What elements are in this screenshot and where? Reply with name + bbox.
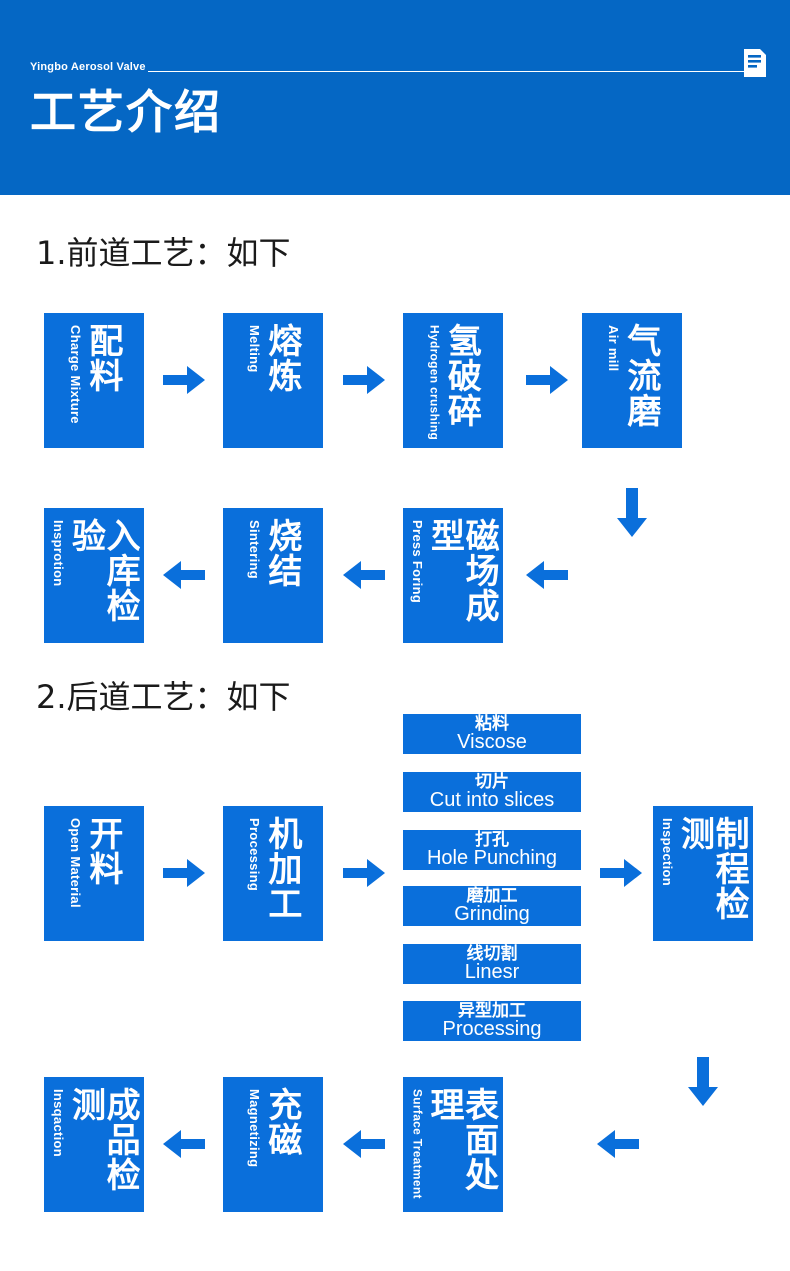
process-box-label-en: Insprotion [50,520,66,587]
process-box-open-material[interactable]: 开料 Open Material [44,806,144,941]
arrow-right-2 [343,365,385,395]
process-box-label-en: Melting [247,325,263,373]
process-box-label-cn: 开料 [82,816,123,886]
process-box-label-cn: 气流磨 [620,323,661,428]
process-box-label-en: Press Foring [409,520,425,604]
arrow-left-6 [597,1129,639,1159]
process-box-label-cn: 充磁 [261,1087,302,1157]
process-box-label-cn: 成品检测 [65,1087,141,1192]
brand-row: Yingbo Aerosol Valve [30,55,760,79]
arrow-left-2 [343,560,385,590]
arrow-left-3 [526,560,568,590]
sub-process-label-en: Hole Punching [426,846,558,869]
process-box-magnetizing[interactable]: 充磁 Magnetizing [223,1077,323,1212]
process-box-in-process-inspection[interactable]: 制程检测 Inspection [653,806,753,941]
document-icon[interactable] [742,48,768,78]
process-box-label-cn: 机加工 [261,816,302,921]
sub-process-label-cn: 异型加工 [458,1001,526,1021]
sub-process-box-hole-punching[interactable]: 打孔 Hole Punching [403,830,581,870]
arrow-left-4 [163,1129,205,1159]
sub-process-box-viscose[interactable]: 粘料 Viscose [403,714,581,754]
section-heading-1: 1.前道工艺：如下 [36,234,291,272]
process-box-hydrogen-crushing[interactable]: 氢破碎 Hydrogen crushing [403,313,503,448]
arrow-left-5 [343,1129,385,1159]
sub-process-label-en: Viscose [457,730,527,753]
process-box-label-en: Sintering [247,520,263,580]
process-box-press-forming[interactable]: 磁场成型 Press Foring [403,508,503,643]
process-box-sintering[interactable]: 烧结 Sintering [223,508,323,643]
process-box-charge-mixture[interactable]: 配料 Charge Mixture [44,313,144,448]
sub-process-box-special-processing[interactable]: 异型加工 Processing [403,1001,581,1041]
arrow-right-6 [600,858,642,888]
arrow-down-2 [687,1057,719,1107]
sub-process-label-cn: 切片 [475,772,509,792]
process-box-label-cn: 配料 [82,323,123,393]
sub-process-box-linesr[interactable]: 线切割 Linesr [403,944,581,984]
sub-process-label-en: Processing [442,1017,542,1040]
sub-process-label-en: Grinding [454,902,530,925]
process-box-label-cn: 制程检测 [674,816,750,921]
brand-name: Yingbo Aerosol Valve [30,61,146,73]
arrow-right-1 [163,365,205,395]
process-box-label-en: Magnetizing [247,1089,263,1168]
sub-process-label-cn: 线切割 [466,944,518,964]
process-box-air-mill[interactable]: 气流磨 Air mill [582,313,682,448]
header-divider-rule [147,70,760,72]
process-box-label-cn: 表面处理 [424,1087,499,1192]
sub-process-label-en: Cut into slices [429,788,555,811]
arrow-right-5 [343,858,385,888]
process-box-surface-treatment[interactable]: 表面处理 Surface Treatment [403,1077,503,1212]
sub-process-box-cut-into-slices[interactable]: 切片 Cut into slices [403,772,581,812]
sub-process-label-cn: 打孔 [475,830,509,850]
process-box-finished-product-inspection[interactable]: 成品检测 Insqaction [44,1077,144,1212]
sub-process-label-en: Linesr [464,960,520,983]
process-box-label-cn: 氢破碎 [441,323,482,428]
process-box-label-cn: 烧结 [261,518,302,588]
process-box-label-en: Surface Treatment [410,1089,425,1199]
process-box-label-cn: 入库检验 [65,518,141,623]
process-box-label-en: Hydrogen crushing [427,325,442,441]
sub-process-label-cn: 磨加工 [466,886,518,906]
arrow-right-3 [526,365,568,395]
process-box-label-en: Open Material [68,818,84,908]
page-header: Yingbo Aerosol Valve 工艺介绍 [0,0,790,195]
arrow-down-1 [616,488,648,538]
process-box-label-en: Insqaction [50,1089,66,1158]
process-box-label-en: Air mill [606,325,622,372]
arrow-right-4 [163,858,205,888]
process-box-label-en: Charge Mixture [68,325,84,424]
process-box-warehouse-inspection[interactable]: 入库检验 Insprotion [44,508,144,643]
process-box-label-cn: 熔炼 [261,323,302,393]
process-box-label-en: Processing [247,818,263,892]
process-box-melting[interactable]: 熔炼 Melting [223,313,323,448]
process-box-label-en: Inspection [659,818,675,887]
page-title: 工艺介绍 [30,85,222,139]
section-heading-2: 2.后道工艺：如下 [36,678,291,716]
arrow-left-1 [163,560,205,590]
process-box-machining[interactable]: 机加工 Processing [223,806,323,941]
process-box-label-cn: 磁场成型 [424,518,500,623]
sub-process-label-cn: 粘料 [475,714,509,734]
sub-process-box-grinding[interactable]: 磨加工 Grinding [403,886,581,926]
